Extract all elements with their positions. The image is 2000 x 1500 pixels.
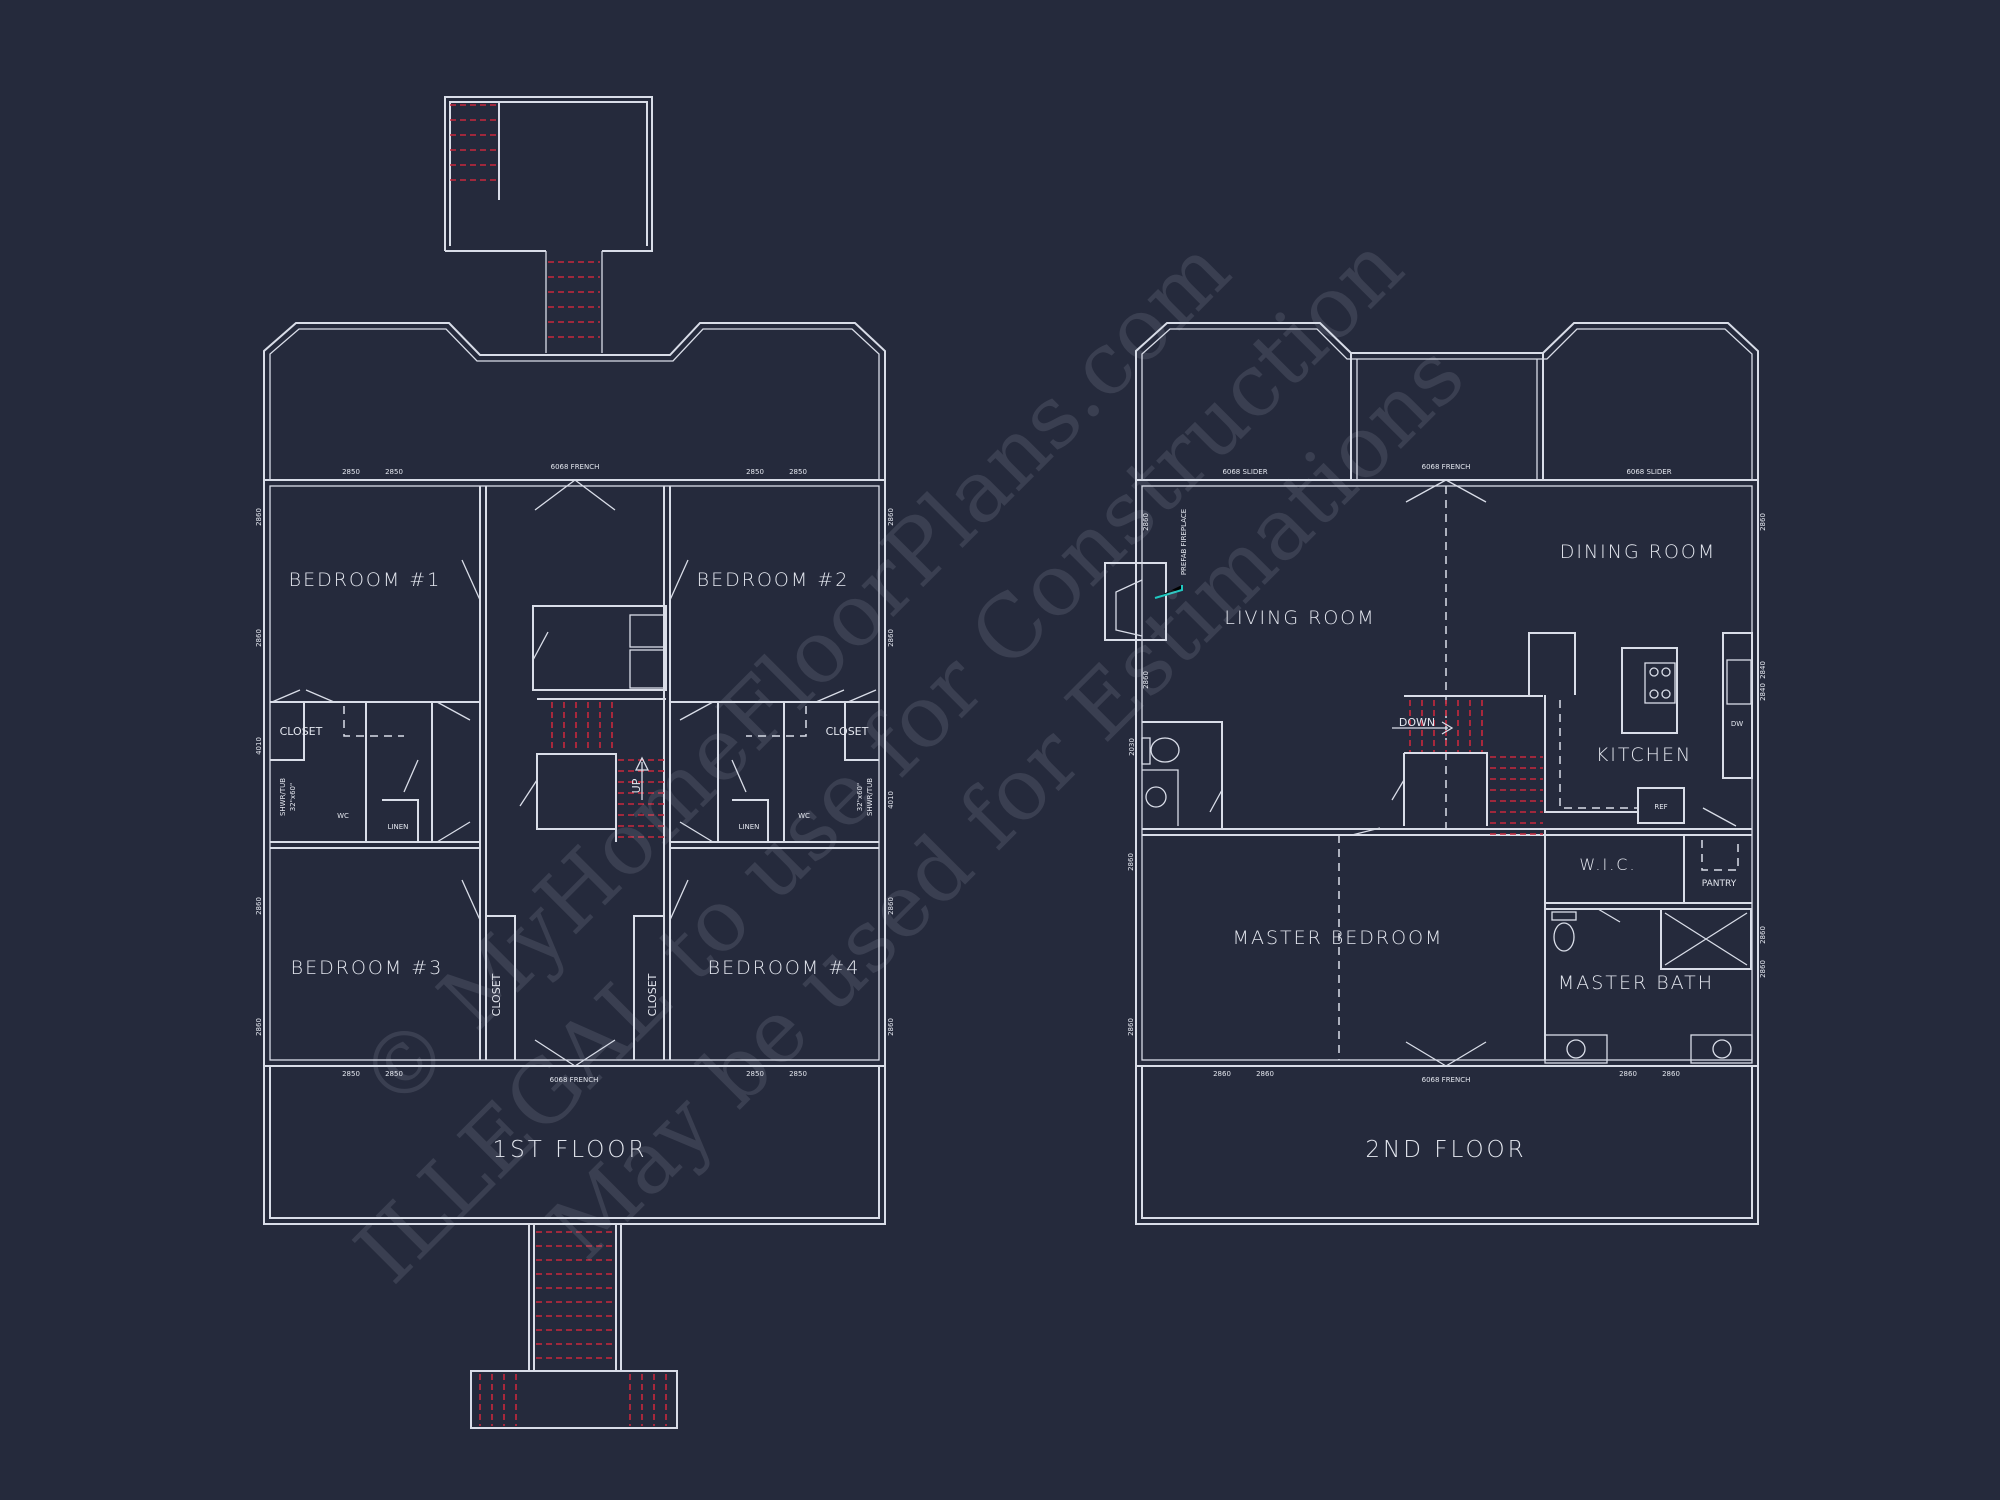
slider-label: 6068 SLIDER — [1626, 468, 1671, 476]
stair-up-label: UP — [630, 778, 643, 793]
window-label: 4010 — [255, 737, 263, 755]
window-label: 2860 — [255, 508, 263, 526]
window-label: 2860 — [255, 629, 263, 647]
first-floor-dimension-labels: 2850 2850 2850 2850 6068 FRENCH 2850 285… — [255, 463, 895, 1084]
shower-size-label: 32"x60" — [289, 783, 297, 811]
closet-label: CLOSET — [280, 725, 323, 738]
window-label: 2860 — [1759, 513, 1767, 531]
wc-label: WC — [798, 812, 810, 820]
door-label: 6068 FRENCH — [550, 1076, 599, 1084]
arrow-up-icon — [634, 756, 650, 800]
room-label-pantry: PANTRY — [1702, 879, 1737, 889]
window-label: 2860 — [1759, 960, 1767, 978]
door-label: 6068 FRENCH — [1422, 1076, 1471, 1084]
shower — [1660, 908, 1752, 970]
door-label: 6068 FRENCH — [551, 463, 600, 471]
closet-label: CLOSET — [646, 973, 659, 1016]
window-label: 2030 — [1128, 738, 1136, 756]
kitchen-island — [1621, 647, 1678, 734]
window-label: 2840 — [1759, 661, 1767, 679]
first-floor-plan: 2850 2850 2850 2850 6068 FRENCH 2850 285… — [255, 96, 895, 1429]
ref-label: REF — [1654, 803, 1667, 811]
refrigerator — [1637, 787, 1685, 824]
stair-down-label: DOWN — [1399, 716, 1435, 729]
front-porch-2 — [1135, 1066, 1759, 1225]
window-label: 2860 — [1256, 1070, 1274, 1078]
room-label-bedroom-2: BEDROOM #2 — [697, 569, 850, 591]
fireplace — [1104, 562, 1167, 641]
interior-stair-2 — [1409, 700, 1543, 835]
linen-label: LINEN — [739, 823, 760, 831]
closet-label: CLOSET — [826, 725, 869, 738]
second-floor-plan: PREFAB FIREPLACE DOWN REF DW 6068 SLI — [1104, 322, 1767, 1225]
window-label: 2850 — [385, 468, 403, 476]
front-stair — [470, 1224, 678, 1429]
arrow-right-icon — [1392, 721, 1454, 735]
room-label-kitchen: KITCHEN — [1596, 744, 1692, 766]
shower-size-label: 32"x60" — [856, 783, 864, 811]
window-label: 2860 — [1142, 513, 1150, 531]
window-label: 2850 — [746, 468, 764, 476]
window-label: 2860 — [255, 897, 263, 915]
room-label-bedroom-1: BEDROOM #1 — [289, 569, 442, 591]
window-label: 2860 — [887, 897, 895, 915]
wc-label: WC — [337, 812, 349, 820]
window-label: 2860 — [255, 1018, 263, 1036]
closet-label: CLOSET — [490, 973, 503, 1016]
room-label-master-bath: MASTER BATH — [1558, 972, 1714, 994]
rear-deck — [263, 322, 886, 480]
front-porch — [263, 1066, 886, 1225]
room-label-master-bedroom: MASTER BEDROOM — [1233, 927, 1444, 949]
room-label-wic: W.I.C. — [1579, 855, 1636, 874]
window-label: 2860 — [1213, 1070, 1231, 1078]
slider-label: 6068 SLIDER — [1222, 468, 1267, 476]
second-floor-dimension-labels: 6068 SLIDER 6068 FRENCH 6068 SLIDER 2860… — [1127, 463, 1767, 1084]
door-label: 6068 FRENCH — [1422, 463, 1471, 471]
window-label: 2850 — [746, 1070, 764, 1078]
floor-title-2nd: 2ND FLOOR — [1365, 1137, 1526, 1163]
floor-title-1st: 1ST FLOOR — [492, 1137, 647, 1163]
window-label: 2860 — [887, 508, 895, 526]
fireplace-label: PREFAB FIREPLACE — [1180, 509, 1188, 575]
room-label-bedroom-4: BEDROOM #4 — [708, 957, 861, 979]
window-label: 2850 — [385, 1070, 403, 1078]
window-label: 2860 — [887, 629, 895, 647]
window-label: 2860 — [1662, 1070, 1680, 1078]
shower-tub-label: SHWR/TUB — [279, 778, 287, 816]
window-label: 2860 — [1619, 1070, 1637, 1078]
linen-label: LINEN — [388, 823, 409, 831]
shower-tub-label: SHWR/TUB — [866, 778, 874, 816]
window-label: 2850 — [789, 1070, 807, 1078]
window-label: 2850 — [342, 468, 360, 476]
window-label: 4010 — [887, 791, 895, 809]
room-label-dining-room: DINING ROOM — [1560, 541, 1717, 563]
window-label: 2860 — [1759, 926, 1767, 944]
upper-balcony — [444, 96, 653, 252]
window-label: 2860 — [1142, 671, 1150, 689]
room-label-living-room: LIVING ROOM — [1224, 607, 1375, 629]
window-label: 2850 — [789, 468, 807, 476]
window-label: 2850 — [342, 1070, 360, 1078]
room-label-bedroom-3: BEDROOM #3 — [291, 957, 444, 979]
rear-balcony — [1135, 322, 1759, 480]
window-label: 2840 — [1759, 683, 1767, 701]
dw-label: DW — [1731, 720, 1743, 728]
window-label: 2860 — [1127, 853, 1135, 871]
window-label: 2860 — [887, 1018, 895, 1036]
window-label: 2860 — [1127, 1018, 1135, 1036]
